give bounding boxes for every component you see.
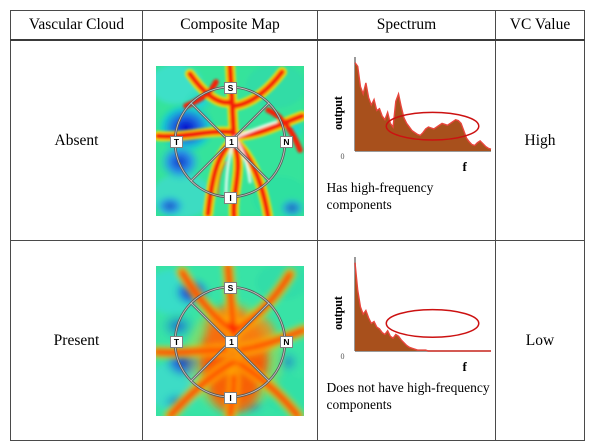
- map-label-inferior: I: [224, 191, 237, 204]
- spectrum-caption: Does not have high-frequency components: [326, 379, 490, 412]
- map-label-center: 1: [225, 335, 238, 348]
- cell-spectrum: output 0 f Does not have high-frequency …: [317, 240, 496, 441]
- map-label-temporal: T: [170, 135, 183, 148]
- cell-vascular-cloud: Absent: [10, 39, 143, 241]
- composite-map-absent: S T N I 1: [156, 65, 304, 216]
- table-row: Present: [10, 240, 585, 441]
- spectrum-plot-area: [353, 256, 491, 352]
- spectrum-xlabel: f: [462, 158, 467, 174]
- table-row: Absent: [10, 39, 585, 241]
- annotation-ellipse: [385, 111, 480, 141]
- spectrum-area: [354, 262, 491, 351]
- spectrum-caption: Has high-frequency components: [326, 179, 434, 212]
- spectrum-origin-label: 0: [340, 151, 345, 161]
- map-label-superior: S: [224, 281, 237, 294]
- map-label-nasal: N: [280, 335, 293, 348]
- spectrum-edge: [353, 61, 491, 150]
- spectrum-panel-high: output 0 f Has high-frequency components: [321, 43, 493, 239]
- map-label-inferior: I: [224, 391, 237, 404]
- header-composite-map: Composite Map: [142, 10, 318, 41]
- header-vc-value: VC Value: [495, 10, 585, 41]
- spectrum-chart-low: [321, 247, 493, 371]
- cell-spectrum: output 0 f Has high-frequency components: [317, 39, 496, 241]
- spectrum-panel-low: output 0 f Does not have high-frequency …: [321, 243, 493, 439]
- cell-vc-value: High: [495, 39, 585, 241]
- cell-composite-map: S T N I 1: [142, 240, 318, 441]
- map-label-superior: S: [224, 81, 237, 94]
- map-label-center: 1: [225, 135, 238, 148]
- cell-vascular-cloud: Present: [10, 240, 143, 441]
- spectrum-plot-area: [353, 56, 491, 152]
- spectrum-ylabel: output: [330, 295, 345, 330]
- header-vascular-cloud: Vascular Cloud: [10, 10, 143, 41]
- spectrum-chart-high: [321, 47, 493, 171]
- composite-map-present: S T N I 1: [156, 265, 304, 416]
- vascular-cloud-table: Vascular Cloud Composite Map Spectrum VC…: [10, 10, 585, 441]
- spectrum-ylabel: output: [330, 95, 345, 130]
- spectrum-origin-label: 0: [340, 351, 345, 361]
- annotation-ellipse: [385, 308, 480, 338]
- header-spectrum: Spectrum: [317, 10, 496, 41]
- cell-composite-map: S T N I 1: [142, 39, 318, 241]
- table-header: Vascular Cloud Composite Map Spectrum VC…: [10, 10, 585, 41]
- spectrum-edge: [353, 262, 491, 352]
- spectrum-xlabel: f: [462, 358, 467, 374]
- header-row: Vascular Cloud Composite Map Spectrum VC…: [10, 10, 585, 41]
- spectrum-area: [354, 62, 491, 151]
- map-label-temporal: T: [170, 335, 183, 348]
- table-body: Absent: [10, 39, 585, 441]
- map-label-nasal: N: [280, 135, 293, 148]
- cell-vc-value: Low: [495, 240, 585, 441]
